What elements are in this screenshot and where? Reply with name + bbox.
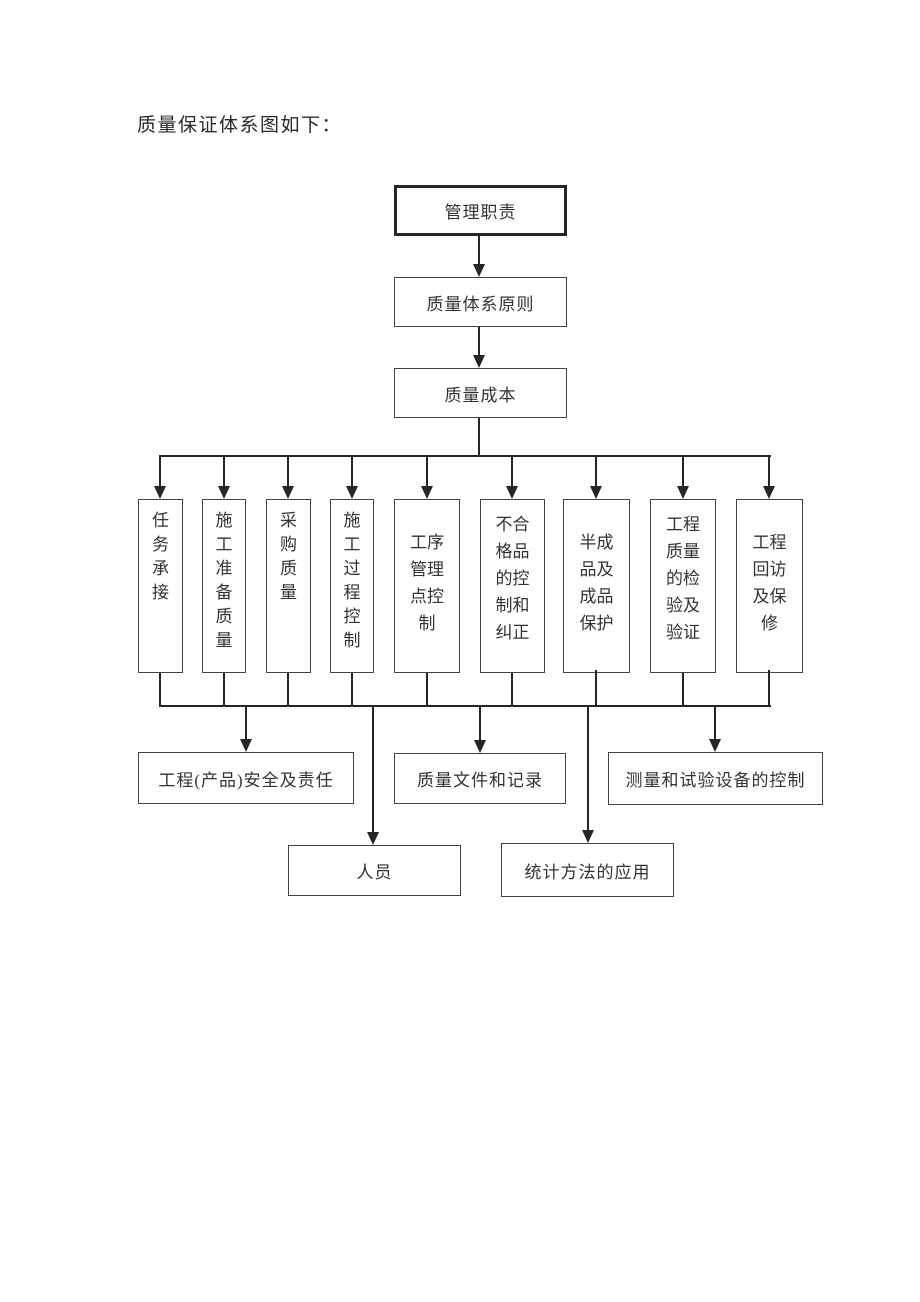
connector-line — [159, 673, 161, 707]
connector-line — [426, 456, 428, 487]
connector-line — [682, 456, 684, 487]
connector-arrowhead — [367, 832, 379, 845]
node-quality-system-principles: 质量体系原则 — [394, 277, 567, 327]
connector-line — [511, 673, 513, 707]
connector-line — [351, 673, 353, 707]
page-title: 质量保证体系图如下： — [137, 115, 343, 136]
connector-arrowhead — [473, 355, 485, 368]
connector-arrowhead — [590, 486, 602, 499]
node-nonconforming-product-control: 不合格品的控制和纠正 — [480, 499, 545, 673]
node-measurement-test-equipment-control: 测量和试验设备的控制 — [608, 752, 823, 805]
connector-arrowhead — [582, 830, 594, 843]
connector-line — [595, 456, 597, 487]
connector-line — [511, 456, 513, 487]
node-procurement-quality: 采购质量 — [266, 499, 311, 673]
node-semi-finished-product-protection: 半成品及成品保护 — [563, 499, 630, 673]
connector-line — [768, 670, 770, 707]
connector-line — [478, 418, 480, 457]
node-project-return-visit-warranty: 工程回访及保修 — [736, 499, 803, 673]
node-construction-prep-quality: 施工准备质量 — [202, 499, 246, 673]
connector-arrowhead — [473, 264, 485, 277]
connector-line — [479, 706, 481, 740]
connector-arrowhead — [218, 486, 230, 499]
connector-line — [478, 236, 480, 265]
connector-arrowhead — [421, 486, 433, 499]
connector-line — [245, 706, 247, 739]
connector-line — [587, 706, 589, 830]
node-project-quality-inspection-verification: 工程质量的检验及验证 — [650, 499, 716, 673]
node-personnel: 人员 — [288, 845, 461, 896]
connector-arrowhead — [154, 486, 166, 499]
node-quality-documents-records: 质量文件和记录 — [394, 753, 566, 804]
node-task-acceptance: 任务承接 — [138, 499, 183, 673]
connector-line — [595, 670, 597, 707]
node-project-product-safety-liability: 工程(产品)安全及责任 — [138, 752, 354, 804]
connector-arrowhead — [240, 739, 252, 752]
connector-line — [351, 456, 353, 487]
connector-line — [372, 706, 374, 832]
connector-line — [159, 455, 771, 457]
connector-line — [287, 456, 289, 487]
connector-arrowhead — [474, 740, 486, 753]
connector-arrowhead — [709, 739, 721, 752]
connector-line — [287, 673, 289, 707]
connector-arrowhead — [346, 486, 358, 499]
node-process-management-point-control: 工序管理点控制 — [394, 499, 460, 673]
connector-arrowhead — [282, 486, 294, 499]
connector-line — [714, 706, 716, 739]
connector-arrowhead — [763, 486, 775, 499]
connector-arrowhead — [506, 486, 518, 499]
connector-line — [159, 456, 161, 487]
connector-line — [426, 673, 428, 707]
connector-line — [223, 456, 225, 487]
node-statistical-methods-application: 统计方法的应用 — [501, 843, 674, 897]
connector-line — [478, 327, 480, 356]
connector-arrowhead — [677, 486, 689, 499]
connector-line — [159, 705, 771, 707]
node-management-duty: 管理职责 — [394, 185, 567, 236]
connector-line — [768, 456, 770, 487]
node-quality-cost: 质量成本 — [394, 368, 567, 418]
node-construction-process-control: 施工过程控制 — [330, 499, 374, 673]
connector-line — [223, 673, 225, 707]
connector-line — [682, 673, 684, 707]
